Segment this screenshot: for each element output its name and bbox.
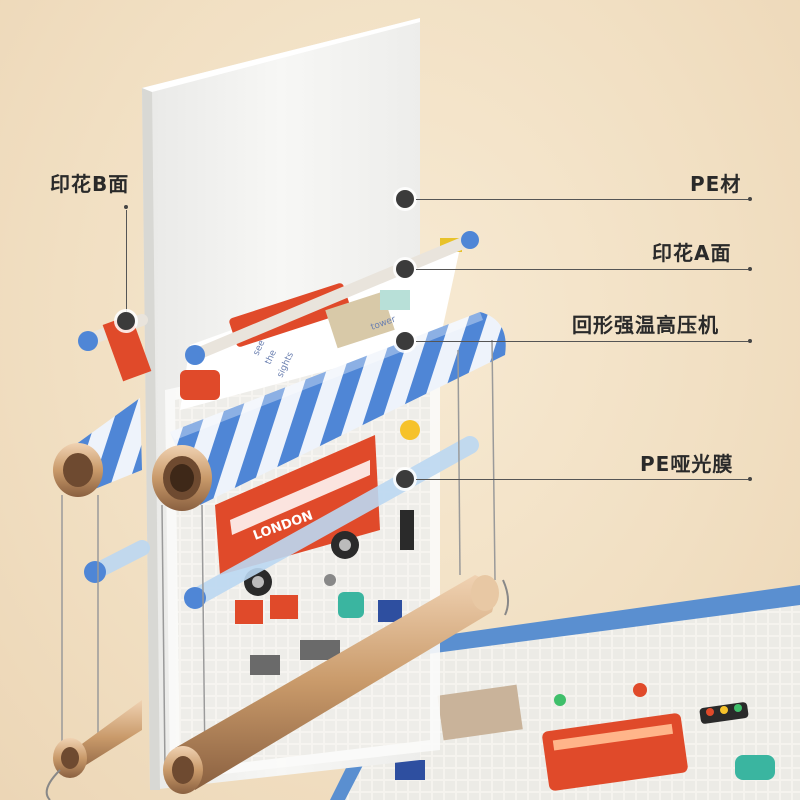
print-b-rod: [78, 314, 152, 382]
bottom-copper-roller: [45, 575, 509, 800]
callout-print-b-anchor: [124, 205, 128, 209]
pe-film-rod: [84, 436, 479, 609]
label-print-b: 印花B面: [50, 172, 130, 196]
label-print-a: 印花A面: [652, 241, 732, 265]
callout-print-a-dot: [396, 260, 414, 278]
label-pe-film: PE哑光膜: [640, 452, 734, 476]
floor-mat-print: [395, 683, 775, 791]
callout-pe-material-end: [748, 197, 752, 201]
callout-print-b-dot: [117, 312, 135, 330]
left-roller: [53, 398, 142, 497]
callout-print-a-line: [416, 269, 748, 270]
callout-press-machine-line: [416, 341, 748, 342]
callout-press-machine-end: [748, 339, 752, 343]
print-a-rod: [185, 231, 479, 365]
label-pe-material: PE材: [690, 172, 742, 196]
bus-print: LONDON: [215, 420, 420, 596]
callout-print-a-end: [748, 267, 752, 271]
support-wires: [61, 339, 496, 771]
callout-pe-material-line: [416, 199, 748, 200]
callout-press-machine-dot: [396, 332, 414, 350]
foam-icons: [235, 574, 402, 675]
callout-pe-film-end: [748, 477, 752, 481]
callout-pe-material-dot: [396, 190, 414, 208]
callout-pe-film-dot: [396, 470, 414, 488]
callout-print-b-line: [126, 210, 127, 312]
callout-pe-film-line: [416, 479, 748, 480]
label-press-machine: 回形强温高压机: [572, 313, 719, 337]
